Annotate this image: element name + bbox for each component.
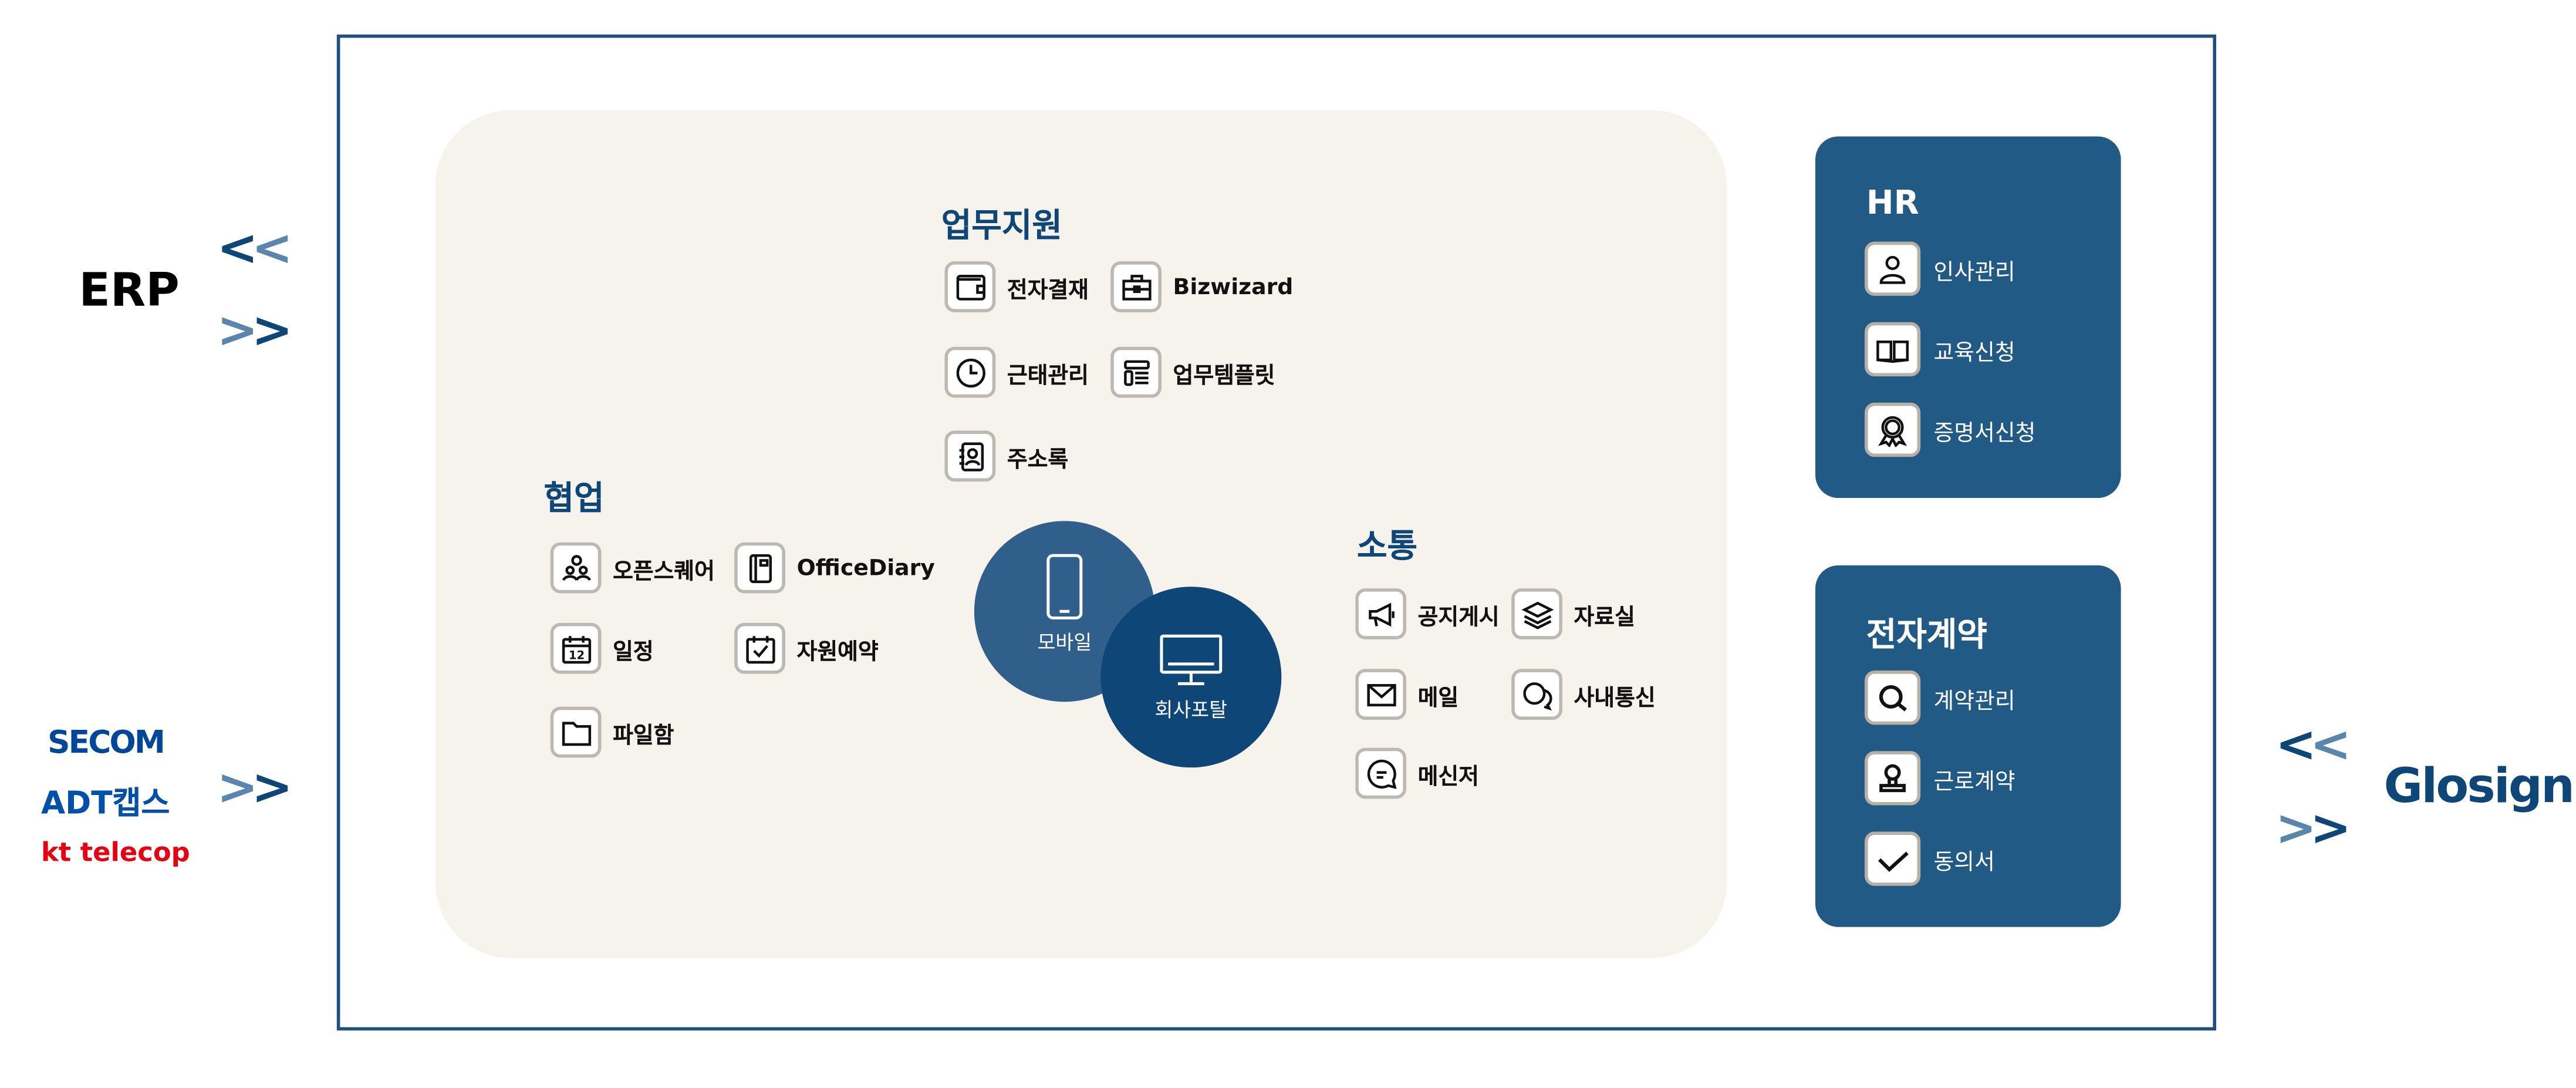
item-label: 교육신청: [1933, 339, 2015, 366]
item-approval[interactable]: 전자결재: [944, 261, 1089, 312]
econtract-title: 전자계약: [1866, 614, 1987, 655]
econtract-box: 전자계약 계약관리 근로계약 동의서: [1815, 565, 2121, 927]
item-label: 메일: [1417, 684, 1459, 711]
message-icon: [1355, 747, 1407, 799]
item-notice[interactable]: 공지게시: [1355, 588, 1500, 639]
item-label: 메신저: [1417, 763, 1479, 790]
item-resource-booking[interactable]: 자원예약: [734, 622, 879, 674]
item-label: 파일함: [613, 722, 674, 749]
collaboration-heading: 협업: [543, 478, 605, 518]
item-labor-contract[interactable]: 근로계약: [1864, 751, 2015, 806]
item-label: 사내통신: [1574, 684, 1656, 711]
item-label: 증명서신청: [1933, 420, 2036, 446]
item-label: 공지게시: [1417, 604, 1500, 631]
item-open-square[interactable]: 오픈스퀘어: [550, 542, 715, 594]
item-library[interactable]: 자료실: [1511, 588, 1635, 639]
stamp-icon: [1864, 751, 1921, 806]
glosign-outbound-arrows-icon: >>: [2275, 800, 2352, 858]
search-icon: [1864, 671, 1921, 725]
communication-heading: 소통: [1357, 526, 1418, 565]
item-address-book[interactable]: 주소록: [944, 430, 1069, 482]
notebook-icon: [734, 542, 785, 594]
item-label: Bizwizard: [1173, 274, 1294, 300]
item-hr-management[interactable]: 인사관리: [1864, 241, 2015, 296]
hr-box: HR 인사관리 교육신청 증명서신청: [1815, 136, 2121, 498]
adt-caps-logo: ADT캡스: [40, 785, 170, 822]
item-consent-form[interactable]: 동의서: [1864, 831, 1995, 886]
item-label: 주소록: [1007, 446, 1069, 473]
people-icon: [550, 542, 602, 594]
megaphone-icon: [1355, 588, 1407, 639]
item-label: 인사관리: [1933, 258, 2015, 285]
calendar-check-icon: [734, 622, 785, 674]
item-label: 근태관리: [1007, 362, 1089, 389]
system-frame: [336, 34, 2216, 1031]
item-certificate-request[interactable]: 증명서신청: [1864, 402, 2036, 457]
item-internal-news[interactable]: 사내통신: [1511, 669, 1656, 720]
folder-icon: [550, 706, 602, 758]
item-label: 일정: [613, 638, 654, 665]
svg-text:12: 12: [568, 648, 583, 661]
item-template[interactable]: 업무템플릿: [1110, 346, 1275, 398]
layers-icon: [1511, 588, 1562, 639]
item-label: 오픈스퀘어: [613, 558, 715, 585]
mobile-label: 모바일: [1037, 630, 1092, 654]
hr-title: HR: [1866, 182, 1919, 222]
outbound-arrows-icon: >>: [217, 302, 293, 361]
item-label: 업무템플릿: [1173, 362, 1275, 389]
award-badge-icon: [1864, 402, 1921, 457]
checkmark-icon: [1864, 831, 1921, 886]
partner-arrows-icon: >>: [217, 759, 293, 817]
kt-telecop-logo: kt telecop: [40, 836, 190, 868]
item-mail[interactable]: 메일: [1355, 669, 1459, 720]
glosign-label: Glosign: [2383, 757, 2574, 814]
item-attendance[interactable]: 근태관리: [944, 346, 1089, 398]
item-contract-management[interactable]: 계약관리: [1864, 671, 2015, 725]
erp-label: ERP: [79, 262, 180, 318]
inbound-arrows-icon: <<: [217, 220, 293, 278]
work-support-heading: 업무지원: [941, 205, 1062, 245]
wallet-icon: [944, 261, 996, 312]
item-training-request[interactable]: 교육신청: [1864, 322, 2015, 376]
item-messenger[interactable]: 메신저: [1355, 747, 1479, 799]
item-label: 자료실: [1574, 604, 1635, 631]
item-file-box[interactable]: 파일함: [550, 706, 674, 758]
monitor-icon: [1160, 634, 1223, 685]
item-label: 계약관리: [1933, 688, 2015, 715]
item-label: 자원예약: [796, 638, 879, 665]
user-icon: [1864, 241, 1921, 296]
briefcase-icon: [1110, 261, 1162, 312]
smartphone-icon: [1046, 553, 1083, 619]
contact-book-icon: [944, 430, 996, 482]
portal-circle[interactable]: 회사포탈: [1100, 587, 1282, 768]
portal-label: 회사포탈: [1154, 698, 1228, 721]
item-label: OfficeDiary: [796, 554, 935, 581]
item-bizwizard[interactable]: Bizwizard: [1110, 261, 1293, 312]
item-label: 근로계약: [1933, 768, 2015, 795]
book-icon: [1864, 322, 1921, 376]
template-icon: [1110, 346, 1162, 398]
item-schedule[interactable]: 12 일정: [550, 622, 654, 674]
mail-icon: [1355, 669, 1407, 720]
item-label: 동의서: [1933, 848, 1995, 875]
clock-icon: [944, 346, 996, 398]
item-label: 전자결재: [1007, 277, 1089, 304]
secom-logo: SECOM: [48, 725, 166, 761]
glosign-inbound-arrows-icon: <<: [2275, 716, 2352, 774]
item-office-diary[interactable]: OfficeDiary: [734, 542, 935, 594]
calendar-icon: 12: [550, 622, 602, 674]
chat-bubbles-icon: [1511, 669, 1562, 720]
